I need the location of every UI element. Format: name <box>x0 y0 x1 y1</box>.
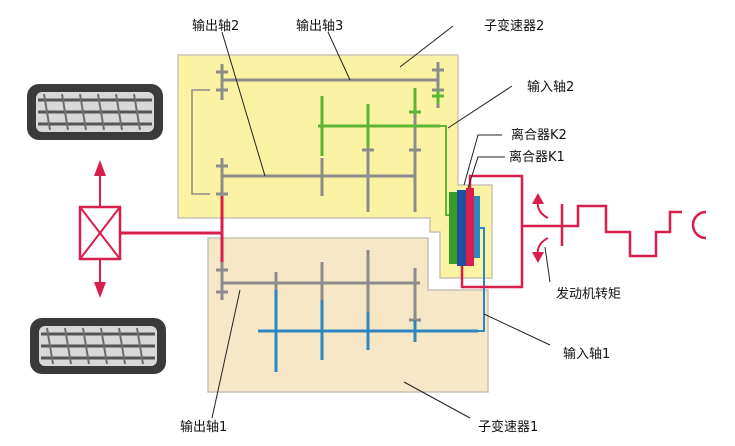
label-input-shaft-2: 输入轴2 <box>527 79 574 95</box>
sub-transmission-1-housing <box>207 237 489 393</box>
differential <box>78 160 222 298</box>
crankshaft-icon <box>560 204 707 258</box>
label-output-shaft-1: 输出轴1 <box>180 419 227 435</box>
wheel-bottom <box>30 318 166 374</box>
output-shaft-3 <box>216 62 444 108</box>
label-output-shaft-3: 输出轴3 <box>296 18 343 34</box>
leader-lines <box>211 25 551 419</box>
label-clutch-k1: 离合器K1 <box>509 149 565 165</box>
label-input-shaft-1: 输入轴1 <box>563 346 610 362</box>
label-sub-transmission-2: 子变速器2 <box>484 18 544 34</box>
label-sub-transmission-1: 子变速器1 <box>478 419 538 435</box>
label-engine-torque: 发动机转矩 <box>556 286 621 302</box>
input-shaft-1 <box>258 227 485 372</box>
dual-clutch <box>449 188 480 266</box>
label-output-shaft-2: 输出轴2 <box>192 18 239 34</box>
label-clutch-k2: 离合器K2 <box>511 127 567 143</box>
wheel-top <box>27 84 163 140</box>
rotation-arrows-icon <box>532 193 549 263</box>
engine-torque-path <box>460 174 562 289</box>
